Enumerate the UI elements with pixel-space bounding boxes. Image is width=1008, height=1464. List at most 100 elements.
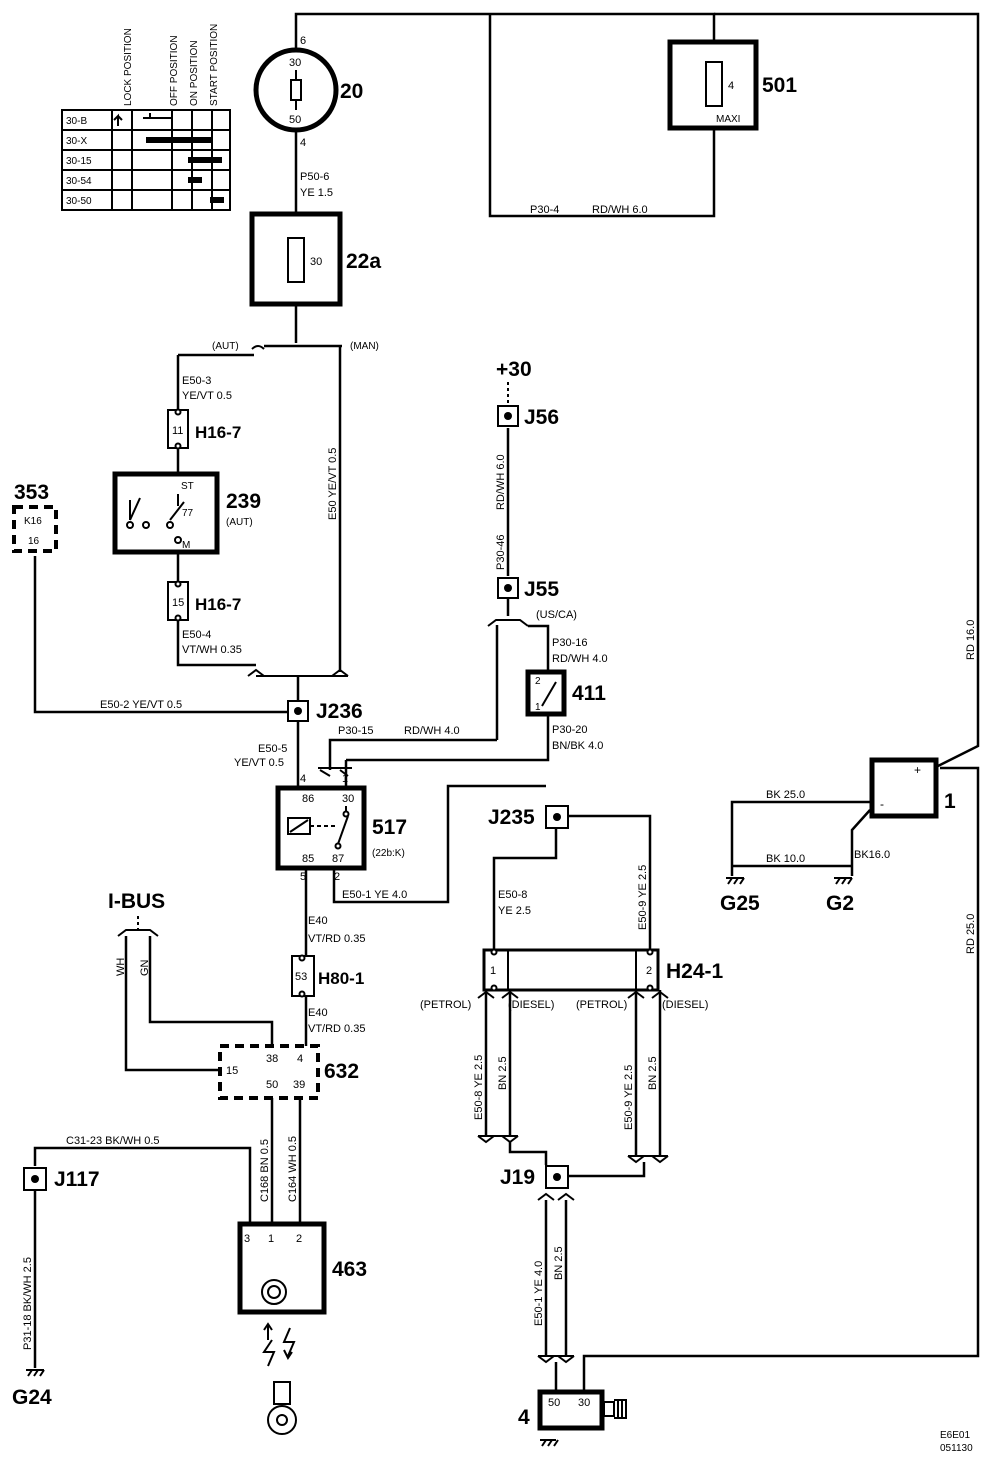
svg-text:BN 2.5: BN 2.5 bbox=[647, 1056, 659, 1090]
wires bbox=[33, 12, 980, 1390]
switch-411: 2 1 411 bbox=[525, 669, 606, 717]
svg-text:E50-3: E50-3 bbox=[182, 375, 211, 387]
svg-text:4: 4 bbox=[728, 80, 734, 92]
svg-text:G2: G2 bbox=[826, 892, 854, 915]
svg-text:E40: E40 bbox=[308, 1007, 328, 1019]
label-239: 239 bbox=[226, 490, 261, 513]
svg-text:(DIESEL): (DIESEL) bbox=[508, 999, 554, 1011]
svg-text:P50-6: P50-6 bbox=[300, 171, 329, 183]
svg-text:RD/WH 6.0: RD/WH 6.0 bbox=[592, 204, 648, 216]
starter-motor-4: 50 30 4 bbox=[518, 1389, 627, 1447]
svg-text:39: 39 bbox=[293, 1079, 305, 1091]
svg-text:6: 6 bbox=[300, 35, 306, 47]
label-h24-1: H24-1 bbox=[666, 960, 724, 983]
svg-text:4: 4 bbox=[300, 773, 306, 785]
svg-text:BN/BK 4.0: BN/BK 4.0 bbox=[552, 740, 603, 752]
svg-text:RD/WH 4.0: RD/WH 4.0 bbox=[404, 725, 460, 737]
svg-text:VT/RD 0.35: VT/RD 0.35 bbox=[308, 933, 365, 945]
junction-j55: J55 bbox=[497, 577, 559, 601]
svg-text:J235: J235 bbox=[488, 806, 535, 829]
junction-j117: J117 bbox=[23, 1167, 100, 1191]
svg-text:E50-9 YE 2.5: E50-9 YE 2.5 bbox=[637, 865, 649, 930]
footer-code-2: 051130 bbox=[940, 1443, 973, 1454]
junction-j19: J19 bbox=[500, 1165, 569, 1189]
svg-text:E50-9 YE 2.5: E50-9 YE 2.5 bbox=[623, 1065, 635, 1130]
svg-text:50: 50 bbox=[548, 1397, 560, 1409]
svg-text:YE/VT 0.5: YE/VT 0.5 bbox=[234, 757, 284, 769]
svg-text:P31-18 BK/WH 2.5: P31-18 BK/WH 2.5 bbox=[22, 1257, 34, 1350]
battery-1: + - 1 bbox=[869, 757, 956, 819]
junction-j236: J236 bbox=[287, 700, 363, 723]
svg-text:(22b:K): (22b:K) bbox=[372, 848, 405, 859]
svg-text:(AUT): (AUT) bbox=[212, 341, 239, 352]
wire-labels: P50-6 YE 1.5 P30-4 RD/WH 6.0 (AUT) (MAN)… bbox=[22, 171, 977, 1350]
label-411: 411 bbox=[572, 682, 606, 705]
svg-text:G24: G24 bbox=[12, 1386, 52, 1409]
svg-text:P30-20: P30-20 bbox=[552, 724, 587, 736]
svg-text:E50-8: E50-8 bbox=[498, 889, 527, 901]
svg-text:5: 5 bbox=[300, 871, 306, 883]
label-632: 632 bbox=[324, 1060, 359, 1083]
svg-text:K16: K16 bbox=[24, 516, 42, 527]
connector-h16-7-bottom: 15 H16-7 bbox=[167, 580, 241, 622]
svg-text:11: 11 bbox=[172, 425, 183, 437]
module-463: 3 1 2 463 bbox=[237, 1221, 367, 1315]
svg-text:15: 15 bbox=[172, 597, 184, 609]
switch-239: ST 77 M 239 (AUT) bbox=[112, 471, 261, 555]
connector-h80-1: 53 H80-1 bbox=[291, 954, 364, 998]
label-20: 20 bbox=[340, 80, 363, 103]
svg-text:RD 16.0: RD 16.0 bbox=[965, 620, 977, 660]
svg-text:(PETROL): (PETROL) bbox=[420, 999, 471, 1011]
svg-text:VT/RD 0.35: VT/RD 0.35 bbox=[308, 1023, 365, 1035]
row-30b: 30-B bbox=[66, 116, 87, 127]
svg-text:E50-5: E50-5 bbox=[258, 743, 287, 755]
svg-text:P30-4: P30-4 bbox=[530, 204, 559, 216]
svg-text:38: 38 bbox=[266, 1053, 278, 1065]
junction-j235: J235 bbox=[488, 805, 569, 829]
header-off: OFF POSITION bbox=[169, 35, 180, 106]
svg-text:2: 2 bbox=[296, 1233, 302, 1245]
header-lock: LOCK POSITION bbox=[123, 28, 134, 106]
key-antenna-icon bbox=[262, 1322, 297, 1435]
key-position-table: 30-B 30-X 30-15 30-54 30-50 LOCK POSITIO… bbox=[61, 24, 231, 211]
svg-text:(DIESEL): (DIESEL) bbox=[662, 999, 708, 1011]
svg-text:(PETROL): (PETROL) bbox=[576, 999, 627, 1011]
row-30x: 30-X bbox=[66, 136, 87, 147]
svg-text:GN: GN bbox=[139, 959, 151, 976]
label-463: 463 bbox=[332, 1258, 367, 1281]
module-632: 15 38 4 50 39 632 bbox=[218, 1044, 359, 1100]
svg-text:J236: J236 bbox=[316, 700, 363, 723]
fuse-22a: 30 22a bbox=[249, 211, 381, 307]
svg-text:1: 1 bbox=[490, 965, 496, 977]
svg-text:YE 2.5: YE 2.5 bbox=[498, 905, 531, 917]
svg-text:30: 30 bbox=[578, 1397, 590, 1409]
svg-text:M: M bbox=[182, 540, 190, 551]
svg-text:E50-2 YE/VT 0.5: E50-2 YE/VT 0.5 bbox=[100, 699, 182, 711]
label-517: 517 bbox=[372, 816, 407, 839]
svg-text:2: 2 bbox=[646, 965, 652, 977]
connector-h16-7-top: 11 H16-7 bbox=[167, 408, 241, 450]
ignition-switch-20: 30 50 6 4 20 bbox=[253, 35, 363, 149]
svg-text:3: 3 bbox=[244, 1233, 250, 1245]
svg-text:(MAN): (MAN) bbox=[350, 341, 379, 352]
svg-text:30: 30 bbox=[342, 793, 354, 805]
svg-text:BN 2.5: BN 2.5 bbox=[497, 1056, 509, 1090]
svg-text:MAXI: MAXI bbox=[716, 114, 740, 125]
svg-text:P30-16: P30-16 bbox=[552, 637, 587, 649]
svg-text:E50-8 YE 2.5: E50-8 YE 2.5 bbox=[473, 1055, 485, 1120]
svg-text:(AUT): (AUT) bbox=[226, 517, 253, 528]
svg-text:+: + bbox=[914, 763, 921, 777]
svg-text:(US/CA): (US/CA) bbox=[536, 609, 577, 621]
svg-text:ST: ST bbox=[181, 481, 194, 492]
svg-text:30: 30 bbox=[289, 57, 301, 69]
svg-text:C168 BN 0.5: C168 BN 0.5 bbox=[259, 1139, 271, 1202]
svg-text:2: 2 bbox=[334, 871, 340, 883]
svg-text:50: 50 bbox=[266, 1079, 278, 1091]
svg-text:50: 50 bbox=[289, 114, 301, 126]
svg-text:RD/WH 4.0: RD/WH 4.0 bbox=[552, 653, 608, 665]
svg-text:15: 15 bbox=[226, 1065, 238, 1077]
svg-text:E50 YE/VT 0.5: E50 YE/VT 0.5 bbox=[327, 448, 339, 520]
svg-text:WH: WH bbox=[115, 958, 127, 976]
svg-text:2: 2 bbox=[535, 676, 541, 687]
